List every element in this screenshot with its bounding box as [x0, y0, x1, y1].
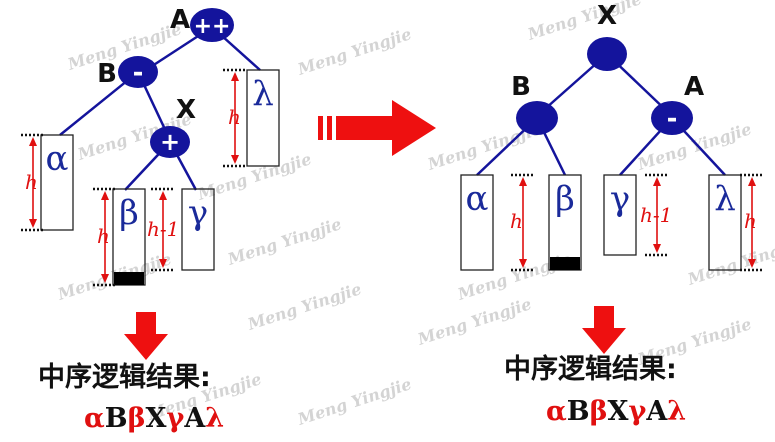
- left-tree: ++ A - B + X λ h α h β h γ h-1: [21, 5, 280, 287]
- height-label-alpha-right: h: [510, 209, 523, 233]
- node-x-balance: +: [160, 128, 180, 156]
- subtree-beta-extra-level: [114, 272, 144, 285]
- inorder-symbol: X: [608, 396, 629, 427]
- node-a-label: A: [170, 5, 190, 35]
- node-b-right-label: B: [511, 72, 531, 102]
- height-label-alpha: h: [25, 170, 38, 194]
- height-marker-alpha-right: [511, 173, 535, 272]
- inorder-caption-right: 中序逻辑结果:: [504, 353, 677, 385]
- inorder-symbol: λ: [205, 403, 224, 434]
- height-label-gamma: h-1: [147, 217, 179, 241]
- inorder-sequence-left: αBβXγAλ: [84, 403, 224, 434]
- arrow-body: [336, 100, 436, 156]
- subtree-alpha: [40, 134, 74, 231]
- inorder-symbol: β: [128, 403, 146, 434]
- watermark-text: Meng Yingjie: [194, 149, 313, 204]
- inorder-symbol: α: [84, 403, 105, 434]
- node-x-right-label: X: [597, 1, 617, 31]
- inorder-symbol: α: [546, 396, 567, 427]
- subtree-beta-symbol: β: [119, 193, 139, 233]
- node-a-right: [651, 101, 693, 135]
- height-marker-gamma-right: [645, 173, 669, 257]
- watermark-text: Meng Yingjie: [244, 279, 363, 334]
- subtree-lambda: [246, 69, 280, 167]
- height-marker-alpha: [21, 133, 45, 232]
- node-x-right: [587, 37, 627, 71]
- subtree-gamma-right: [603, 174, 637, 256]
- node-x: [150, 126, 190, 158]
- height-label-gamma-right: h-1: [640, 203, 672, 227]
- inorder-sequence-right: αBβXγAλ: [546, 396, 686, 427]
- subtree-gamma-symbol: γ: [188, 193, 208, 233]
- inorder-symbol: B: [567, 396, 590, 427]
- arrow-stripe-1: [318, 116, 323, 140]
- height-label-lambda: h: [228, 105, 241, 129]
- inorder-symbol: β: [590, 396, 608, 427]
- node-b-right: [516, 101, 558, 135]
- right-tree: X B A - α h β γ h-1 λ h: [460, 1, 764, 272]
- inorder-symbol: B: [105, 403, 128, 434]
- height-marker-beta: [93, 187, 117, 287]
- down-arrow-left: [124, 312, 168, 360]
- height-marker-lambda: [223, 68, 247, 168]
- node-b: [118, 56, 158, 88]
- node-a: [190, 8, 234, 42]
- arrow-stripe-2: [327, 116, 332, 140]
- node-a-right-label: A: [684, 72, 704, 102]
- down-arrow-right: [582, 306, 626, 354]
- watermark-text: Meng Yingjie: [524, 0, 643, 44]
- subtree-lambda-right-symbol: λ: [714, 179, 736, 219]
- subtree-gamma-right-symbol: γ: [610, 179, 630, 219]
- subtree-lambda-right: [708, 174, 742, 271]
- subtree-lambda-symbol: λ: [252, 74, 274, 114]
- watermark-text: Meng Yingjie: [294, 24, 413, 79]
- height-marker-lambda-right: [740, 173, 764, 272]
- subtree-gamma: [181, 188, 215, 271]
- subtree-alpha-right: [460, 174, 494, 271]
- inorder-symbol: λ: [667, 396, 686, 427]
- subtree-alpha-right-symbol: α: [466, 179, 489, 219]
- watermark-text: Meng Yingjie: [414, 294, 533, 349]
- inorder-symbol: A: [645, 396, 668, 427]
- inorder-caption-left: 中序逻辑结果:: [38, 361, 211, 393]
- height-marker-gamma: [151, 187, 175, 272]
- inorder-symbol: X: [146, 403, 167, 434]
- watermark-text: Meng Yingjie: [634, 119, 753, 174]
- inorder-symbol: γ: [629, 396, 647, 427]
- watermark-text: Meng Yingjie: [294, 374, 413, 429]
- node-x-label: X: [176, 95, 196, 125]
- subtree-alpha-symbol: α: [46, 139, 69, 179]
- height-label-beta: h: [97, 224, 110, 248]
- inorder-symbol: γ: [167, 403, 185, 434]
- node-a-right-balance: -: [667, 104, 678, 134]
- inorder-symbol: A: [183, 403, 206, 434]
- subtree-beta-right-symbol: β: [555, 179, 575, 219]
- subtree-beta-right-extra-level: [550, 257, 580, 270]
- node-b-label: B: [97, 59, 117, 89]
- height-label-lambda-right: h: [744, 209, 757, 233]
- watermark-text: Meng Yingjie: [684, 234, 775, 289]
- node-b-balance: -: [133, 58, 144, 88]
- watermark-text: Meng Yingjie: [224, 214, 343, 269]
- transform-arrow: [318, 100, 436, 156]
- node-a-balance: ++: [194, 14, 231, 39]
